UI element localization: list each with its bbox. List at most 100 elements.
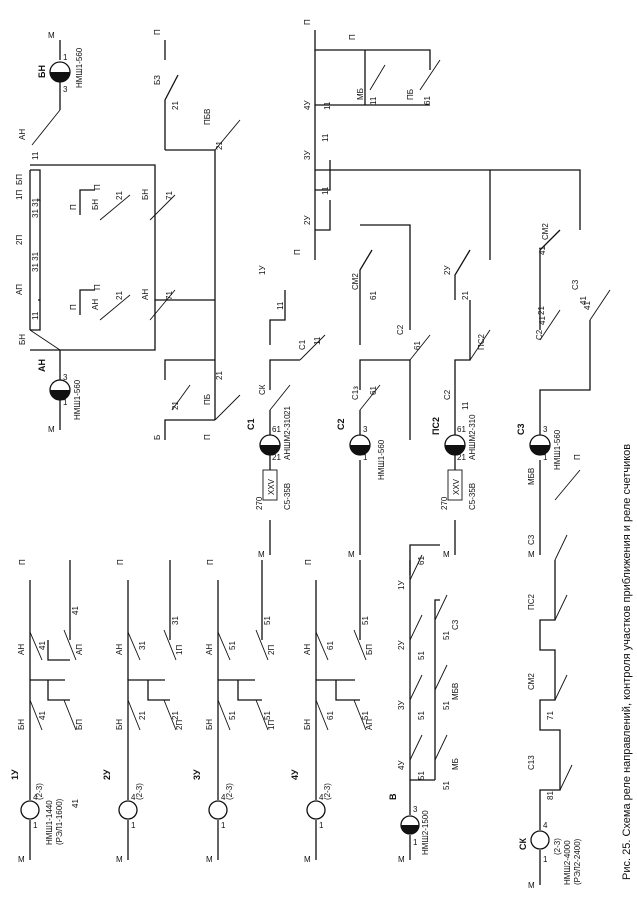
pb-branch: Б П ПБ 21 21 [153, 359, 241, 440]
svg-text:61: 61 [457, 425, 466, 434]
svg-text:ПБ: ПБ [203, 394, 212, 405]
svg-text:21: 21 [215, 141, 224, 150]
svg-text:31: 31 [138, 641, 147, 650]
svg-text:21: 21 [537, 306, 546, 315]
svg-text:4: 4 [131, 793, 136, 802]
svg-text:1: 1 [63, 53, 68, 62]
svg-text:АНШМ2-310: АНШМ2-310 [283, 414, 292, 460]
relay-sk-block: М СК НМШ2-4000 (РЭЛ2-2400) (2-3) 1 4 С13… [518, 454, 582, 890]
relay-2u-coil [118, 800, 138, 820]
svg-text:ПС2: ПС2 [431, 417, 441, 435]
direction-chain: 11 31 31 31 31 11 АП 2П 1П БП П П АН БН … [15, 150, 216, 420]
svg-text:(2-3): (2-3) [35, 783, 44, 800]
svg-text:(2-3): (2-3) [323, 783, 332, 800]
svg-text:АН: АН [17, 644, 26, 655]
svg-text:МБ: МБ [356, 88, 365, 100]
svg-text:71: 71 [546, 711, 555, 720]
svg-text:(2-3): (2-3) [135, 783, 144, 800]
relay-c1-block: М XXV 270 С5-35В С1 АНШМ2-310 21 61 СК 2… [246, 265, 326, 559]
svg-text:3: 3 [63, 85, 68, 94]
svg-text:БН: БН [18, 334, 27, 345]
svg-text:М: М [258, 550, 265, 559]
svg-text:1П: 1П [175, 645, 184, 655]
svg-text:51: 51 [442, 701, 451, 710]
svg-text:(РЭЛ1-1600): (РЭЛ1-1600) [55, 798, 64, 845]
svg-text:21: 21 [272, 453, 281, 462]
svg-text:СМ2: СМ2 [527, 673, 536, 690]
svg-text:21: 21 [457, 453, 466, 462]
svg-text:АН: АН [303, 644, 312, 655]
svg-text:11: 11 [276, 301, 285, 310]
svg-text:М: М [48, 425, 55, 434]
svg-text:НМШ1-560: НМШ1-560 [75, 47, 84, 88]
svg-text:4У: 4У [290, 769, 300, 780]
svg-text:51: 51 [228, 641, 237, 650]
svg-text:ПБВ: ПБВ [203, 109, 212, 125]
svg-text:П: П [93, 184, 102, 190]
relay-3u-block: М 3У (2-3) 1 4 БН АН 51 51 1П 2П 51 51 П [192, 559, 276, 864]
svg-text:3У: 3У [192, 769, 202, 780]
svg-text:51: 51 [361, 616, 370, 625]
svg-text:51: 51 [417, 651, 426, 660]
svg-text:НМШ1-560: НМШ1-560 [73, 379, 82, 420]
svg-text:11: 11 [313, 336, 322, 345]
svg-text:21: 21 [171, 401, 180, 410]
svg-text:АП: АП [75, 644, 84, 655]
svg-text:1П: 1П [15, 190, 24, 200]
svg-text:21: 21 [138, 711, 147, 720]
svg-text:М: М [304, 855, 311, 864]
svg-text:П: П [69, 304, 78, 310]
svg-text:М: М [528, 881, 535, 890]
svg-text:21: 21 [461, 291, 470, 300]
svg-text:71: 71 [165, 191, 174, 200]
svg-text:П: П [304, 559, 313, 565]
svg-text:АП: АП [15, 284, 24, 295]
svg-text:НМШ1-560: НМШ1-560 [377, 439, 386, 480]
svg-text:П: П [573, 454, 582, 460]
svg-text:41: 41 [71, 606, 80, 615]
svg-text:4: 4 [543, 821, 548, 830]
svg-text:П: П [18, 559, 27, 565]
svg-text:П: П [153, 29, 162, 35]
svg-text:М: М [116, 855, 123, 864]
svg-text:31: 31 [171, 616, 180, 625]
relay-1u-coil [20, 800, 40, 820]
svg-text:АП: АП [365, 719, 374, 730]
svg-text:2П: 2П [175, 720, 184, 730]
svg-text:(2-3): (2-3) [553, 838, 562, 855]
svg-text:С2: С2 [336, 418, 346, 430]
svg-text:61: 61 [326, 711, 335, 720]
relay-c3-block: М С3 НМШ1-560 1 3 41 СМ2 С3 41 41 [516, 223, 611, 559]
svg-text:С1: С1 [298, 339, 307, 350]
svg-text:XXV: XXV [267, 478, 276, 495]
svg-text:11: 11 [321, 186, 330, 195]
svg-text:1У: 1У [10, 769, 20, 780]
svg-text:41: 41 [71, 799, 80, 808]
svg-text:СК: СК [258, 384, 267, 395]
svg-text:41: 41 [538, 316, 547, 325]
svg-text:2У: 2У [397, 640, 406, 650]
svg-text:XXV: XXV [452, 478, 461, 495]
svg-text:1: 1 [543, 453, 548, 462]
svg-text:М: М [48, 31, 55, 40]
svg-text:51: 51 [442, 781, 451, 790]
svg-text:С13: С13 [527, 755, 536, 770]
svg-text:БЗ: БЗ [153, 75, 162, 85]
relay-c2-block: М С2 НМШ1-560 1 3 С1з СМ2 61 61 С2 61 [336, 224, 431, 559]
svg-text:ПС2: ПС2 [477, 333, 486, 350]
svg-text:2П: 2П [15, 235, 24, 245]
svg-text:3У: 3У [303, 150, 312, 160]
svg-text:АН: АН [91, 299, 100, 310]
svg-text:П: П [206, 559, 215, 565]
svg-text:1: 1 [221, 821, 226, 830]
svg-text:31 31: 31 31 [31, 197, 40, 218]
svg-text:61: 61 [423, 96, 432, 105]
svg-text:61: 61 [369, 291, 378, 300]
relay-4u-block: М 4У (2-3) 1 4 БН АН 61 61 АП БП 51 51 П [290, 559, 374, 864]
svg-text:М: М [443, 550, 450, 559]
svg-text:1У: 1У [397, 580, 406, 590]
svg-text:51: 51 [228, 711, 237, 720]
svg-text:С3: С3 [527, 534, 536, 545]
svg-text:НМШ1-1440: НМШ1-1440 [45, 800, 54, 845]
